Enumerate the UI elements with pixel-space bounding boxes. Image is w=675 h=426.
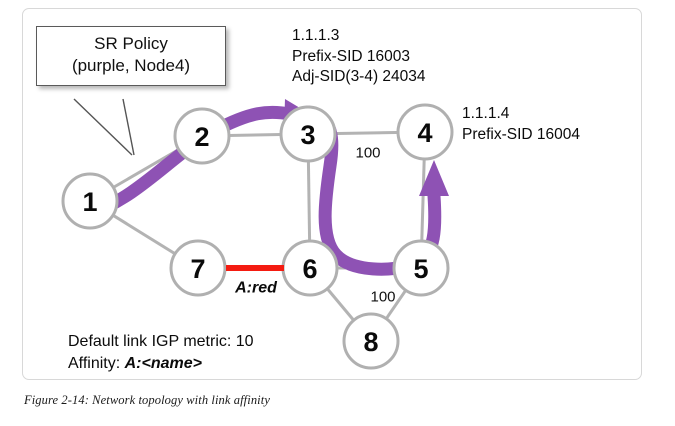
node3-prefix-sid: Prefix-SID 16003	[292, 47, 411, 65]
sr-policy-callout: SR Policy (purple, Node4)	[36, 26, 226, 86]
sr-policy-callout-line2: (purple, Node4)	[71, 55, 191, 75]
node3-adj-sid: Adj-SID(3-4) 24034	[292, 68, 426, 86]
legend-metric-line: Default link IGP metric: 10	[68, 333, 254, 350]
legend-affinity-value: A:<name>	[124, 354, 202, 372]
legend-affinity-line: Affinity: A:<name>	[68, 353, 254, 375]
figure-caption: Figure 2-14: Network topology with link …	[24, 393, 270, 407]
sr-policy-callout-line1: SR Policy	[94, 34, 168, 53]
node3-sid-info: 1.1.1.3 Prefix-SID 16003 Adj-SID(3-4) 24…	[292, 26, 426, 88]
node4-address: 1.1.1.4	[462, 105, 510, 122]
node4-prefix-sid: Prefix-SID 16004	[462, 125, 581, 143]
diagram-legend: Default link IGP metric: 10 Affinity: A:…	[68, 331, 254, 375]
legend-affinity-prefix: Affinity:	[68, 354, 125, 372]
node3-address: 1.1.1.3	[292, 27, 340, 44]
node4-sid-info: 1.1.1.4 Prefix-SID 16004	[462, 104, 580, 145]
